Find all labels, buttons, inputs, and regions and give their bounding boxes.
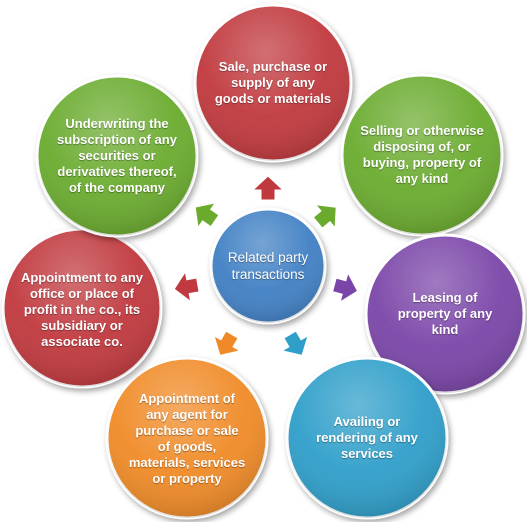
arrow-office-shape — [173, 270, 200, 303]
arrow-to-sale — [251, 175, 285, 201]
arrow-to-agent — [213, 330, 242, 356]
arrow-selling-shape — [312, 204, 337, 230]
node-underwriting-label: Underwriting the subscription of any sec… — [57, 116, 177, 195]
node-office-label: Appointment to any office or place of pr… — [20, 270, 144, 349]
node-sale — [193, 3, 353, 163]
node-selling-label: Selling or otherwise disposing of, or bu… — [360, 123, 484, 186]
arrow-availing-shape — [280, 330, 309, 356]
node-underwriting — [35, 74, 199, 238]
arrow-sale-shape — [251, 175, 285, 201]
arrow-agent-shape — [213, 330, 242, 356]
arrow-to-underwriting — [194, 202, 220, 229]
arrow-leasing-shape — [331, 271, 359, 304]
node-agent — [105, 356, 269, 520]
arrow-to-leasing — [331, 271, 359, 304]
node-sale-label: Sale, purchase or supply of any goods or… — [214, 59, 332, 106]
node-agent-label: Appointment of any agent for purchase or… — [128, 391, 246, 486]
center-label: Related party transactions — [227, 250, 309, 282]
arrow-to-office — [173, 270, 200, 303]
arrow-underwriting-shape — [194, 202, 220, 229]
node-availing — [285, 356, 449, 520]
node-office — [1, 227, 163, 389]
center-node — [209, 207, 327, 325]
node-selling — [340, 73, 504, 237]
arrow-to-selling — [312, 204, 337, 230]
node-availing-label: Availing or rendering of any services — [316, 414, 418, 461]
node-leasing-label: Leasing of property of any kind — [397, 290, 493, 337]
arrow-to-availing — [280, 330, 309, 356]
node-leasing — [364, 233, 526, 395]
